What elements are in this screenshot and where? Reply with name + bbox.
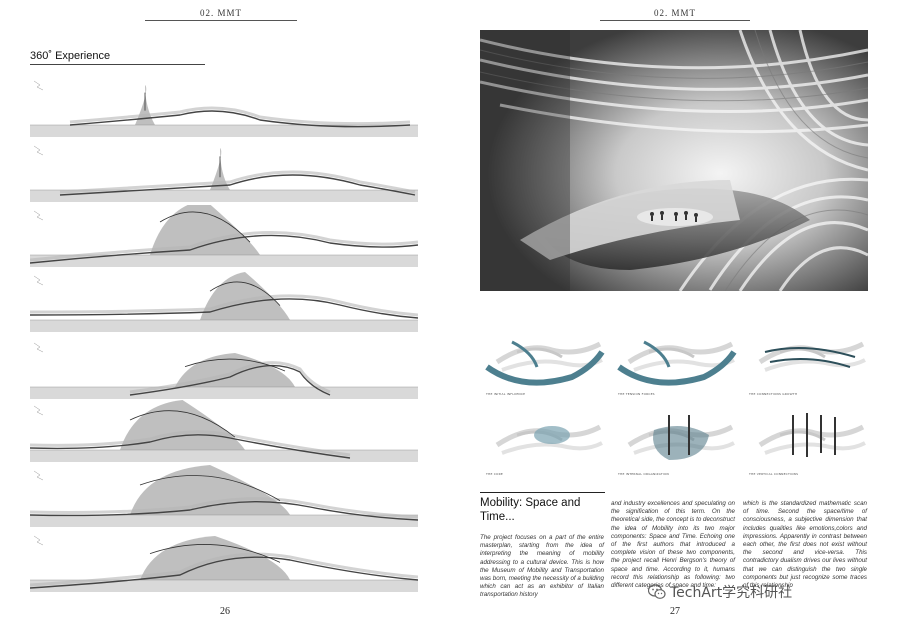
section-scale-sketch	[33, 275, 44, 286]
building-section-strip	[30, 530, 418, 592]
internal-organization-diagram	[614, 405, 740, 470]
section-scale-sketch	[33, 535, 44, 546]
building-section-strip	[30, 337, 418, 399]
interior-render-image	[480, 30, 868, 291]
building-section-strip	[30, 140, 418, 202]
section-scale-sketch	[33, 80, 44, 91]
article-column-3: which is the standardized mathematic sca…	[743, 500, 867, 590]
right-page-number: 27	[670, 606, 680, 617]
tension-form-diagram	[614, 322, 740, 387]
building-section-strip	[30, 205, 418, 267]
left-header-rule	[145, 20, 297, 21]
building-section-strip	[30, 75, 418, 137]
section-scale-sketch	[33, 470, 44, 481]
diagram-caption: THE INITIAL INFLUENCE	[486, 392, 526, 396]
left-page-header: 02. MMT	[199, 8, 242, 18]
section-scale-sketch	[33, 342, 44, 353]
building-section-strip	[30, 400, 418, 462]
watermark: TechArt学究科研社	[648, 580, 792, 604]
core-diagram	[482, 405, 608, 470]
diagram-caption: THE TENSION FORCES	[618, 392, 655, 396]
building-section-strip	[30, 465, 418, 527]
article-title-box	[480, 492, 605, 531]
diagram-caption: THE CONNECTIONS GROWTH	[749, 392, 798, 396]
watermark-text: TechArt学究科研社	[670, 585, 793, 601]
section-title: 360˚ Experience	[30, 50, 111, 62]
building-section-strip	[30, 270, 418, 332]
right-header-rule	[600, 20, 750, 21]
section-title-rule	[30, 64, 205, 65]
right-page-header: 02. MMT	[653, 8, 696, 18]
article-title: Mobility: Space and Time...	[480, 497, 581, 523]
diagram-caption: THE CORE	[486, 472, 503, 476]
left-page-number: 26	[220, 606, 230, 617]
section-scale-sketch	[33, 145, 44, 156]
wechat-icon	[648, 584, 666, 599]
diagram-caption: THE INTERNAL ORGANIZATION	[618, 472, 669, 476]
vertical-connections-diagram	[745, 405, 871, 470]
diagram-caption: THE VERTICAL CONNECTIONS	[749, 472, 799, 476]
section-scale-sketch	[33, 405, 44, 416]
article-column-2: and industry excellences and speculating…	[611, 500, 735, 590]
connections-diagram	[745, 322, 871, 387]
sweeping-form-diagram	[482, 322, 608, 387]
article-column-1: The project focuses on a part of the ent…	[480, 534, 604, 599]
section-scale-sketch	[33, 210, 44, 221]
